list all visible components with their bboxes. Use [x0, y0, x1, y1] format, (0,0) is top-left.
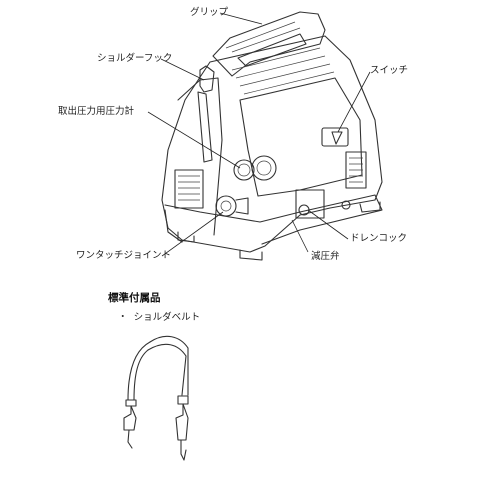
switch-drawing — [321, 127, 349, 147]
grip-handle — [212, 11, 326, 77]
vent-grille — [174, 151, 367, 209]
label-drain-cock: ドレンコック — [350, 233, 408, 244]
leader-lines — [147, 12, 371, 257]
shoulder-belt-drawing — [123, 335, 189, 461]
feet — [177, 201, 381, 261]
accessories-heading: 標準付属品 — [108, 292, 161, 304]
label-shoulder-hook: ショルダーフック — [97, 53, 173, 64]
label-quick-joint: ワンタッチジョイント — [76, 250, 172, 261]
drain-cock-drawing — [295, 189, 351, 219]
accessory-item: ・ ショルダベルト — [118, 313, 200, 323]
accessory-name: ショルダベルト — [133, 312, 201, 323]
label-pressure-gauge: 取出圧力用圧力計 — [58, 106, 135, 117]
quick-joint-drawing — [215, 195, 249, 217]
label-grip: グリップ — [190, 7, 229, 18]
label-switch: スイッチ — [370, 65, 409, 76]
pressure-gauge-drawing — [233, 155, 277, 181]
label-reducing-valve: 減圧弁 — [311, 251, 340, 262]
accessory-bullet: ・ — [118, 312, 128, 323]
compressor-body — [161, 35, 383, 253]
shoulder-hook — [197, 65, 215, 163]
